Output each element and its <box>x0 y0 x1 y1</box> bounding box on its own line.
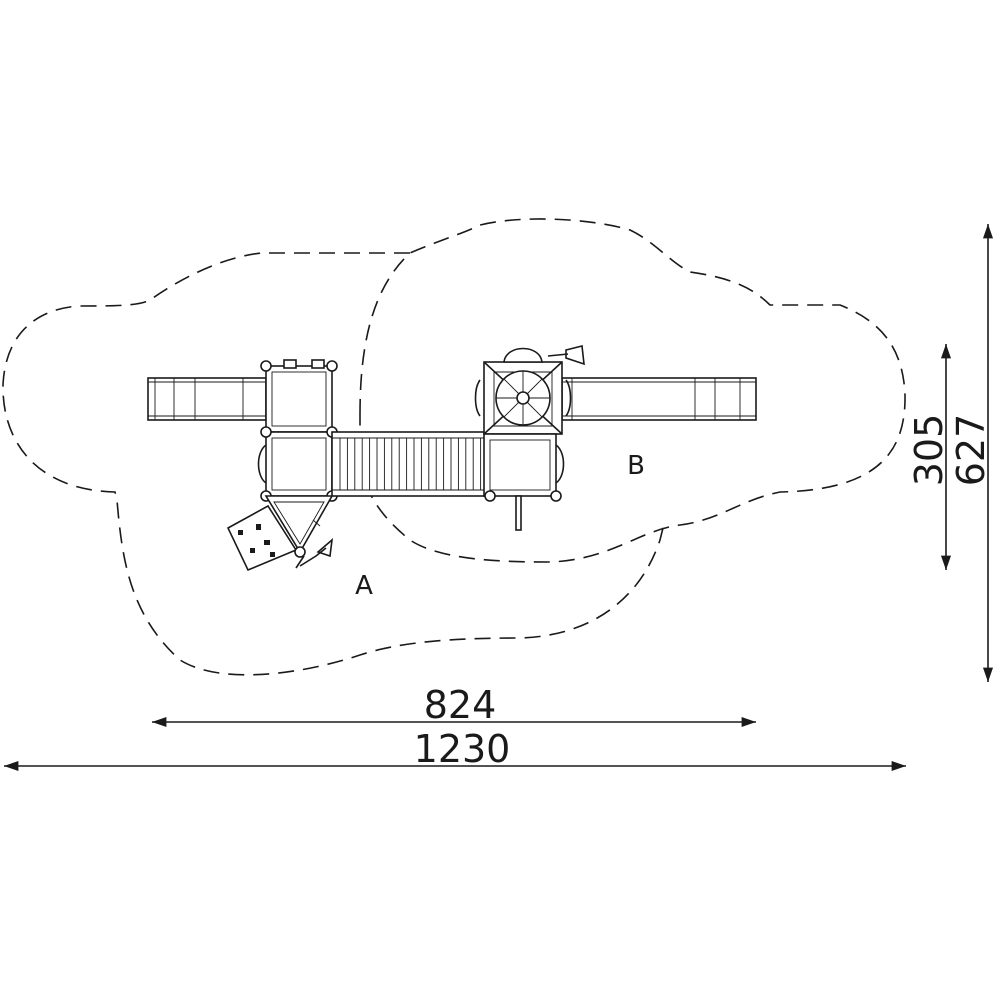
zone-label-b: B <box>627 451 645 481</box>
telescope-left <box>295 538 334 569</box>
telescope-right <box>547 345 585 366</box>
right-tower <box>474 347 572 531</box>
climbing-wall <box>226 495 334 572</box>
left-tower <box>257 359 338 502</box>
zone-label-a: A <box>355 571 373 601</box>
bridge <box>331 431 491 497</box>
outer-width-label: 1230 <box>414 727 511 771</box>
left-slide <box>147 377 267 421</box>
inner-width-label: 824 <box>424 683 497 727</box>
outer-height-label: 627 <box>949 414 993 487</box>
safety-zone-a-outline <box>2 252 666 676</box>
inner-height-label: 305 <box>907 414 951 487</box>
right-slide <box>561 377 757 421</box>
